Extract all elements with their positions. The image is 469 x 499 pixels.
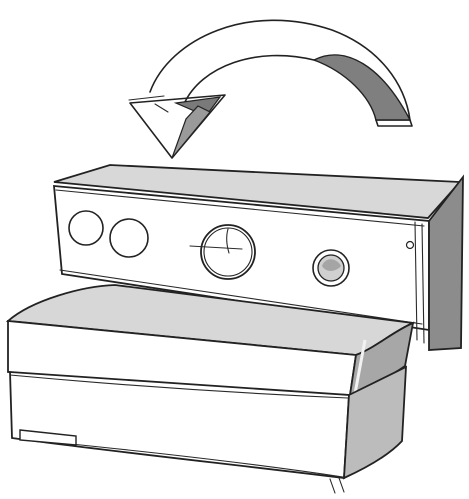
indicator-light-icon <box>407 242 414 249</box>
middle-circle-button <box>110 219 148 257</box>
main-dial-icon <box>201 225 255 279</box>
left-circle-button <box>69 211 103 245</box>
flip-arrow-icon <box>129 20 412 158</box>
